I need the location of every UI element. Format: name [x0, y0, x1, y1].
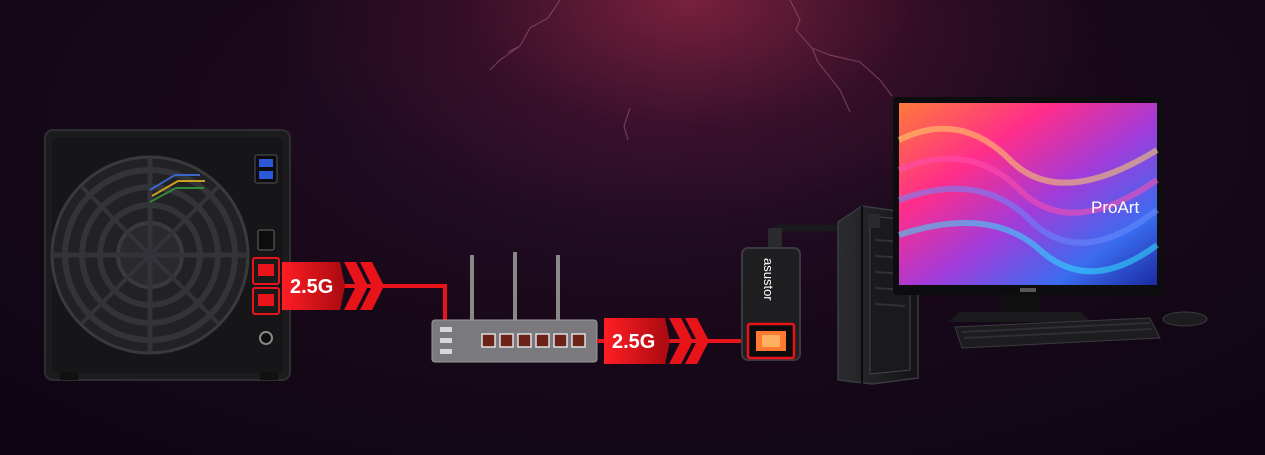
hdmi-port [257, 229, 275, 251]
link-speed-label: 2.5G [612, 331, 655, 353]
router-ports [481, 333, 586, 348]
nas-ethernet-ports [252, 257, 280, 315]
router [431, 252, 598, 363]
monitor-brand: ProArt [1091, 198, 1139, 217]
lightning-decoration [489, 0, 893, 141]
link-nas-router: 2.5G [282, 262, 447, 320]
nas-device [44, 129, 291, 381]
adapter-brand: asustor [761, 258, 776, 301]
mouse [1162, 311, 1208, 327]
usb-ports [254, 154, 278, 184]
monitor: ProArt [893, 97, 1163, 322]
screen-waves [897, 125, 1159, 275]
fan-icon [50, 155, 250, 355]
link-router-adapter: 2.5G [597, 318, 745, 364]
link-speed-label: 2.5G [290, 276, 333, 298]
router-leds [440, 327, 452, 354]
keyboard [954, 317, 1161, 349]
usb-ethernet-adapter: asustor [741, 224, 840, 361]
power-jack [259, 331, 273, 345]
